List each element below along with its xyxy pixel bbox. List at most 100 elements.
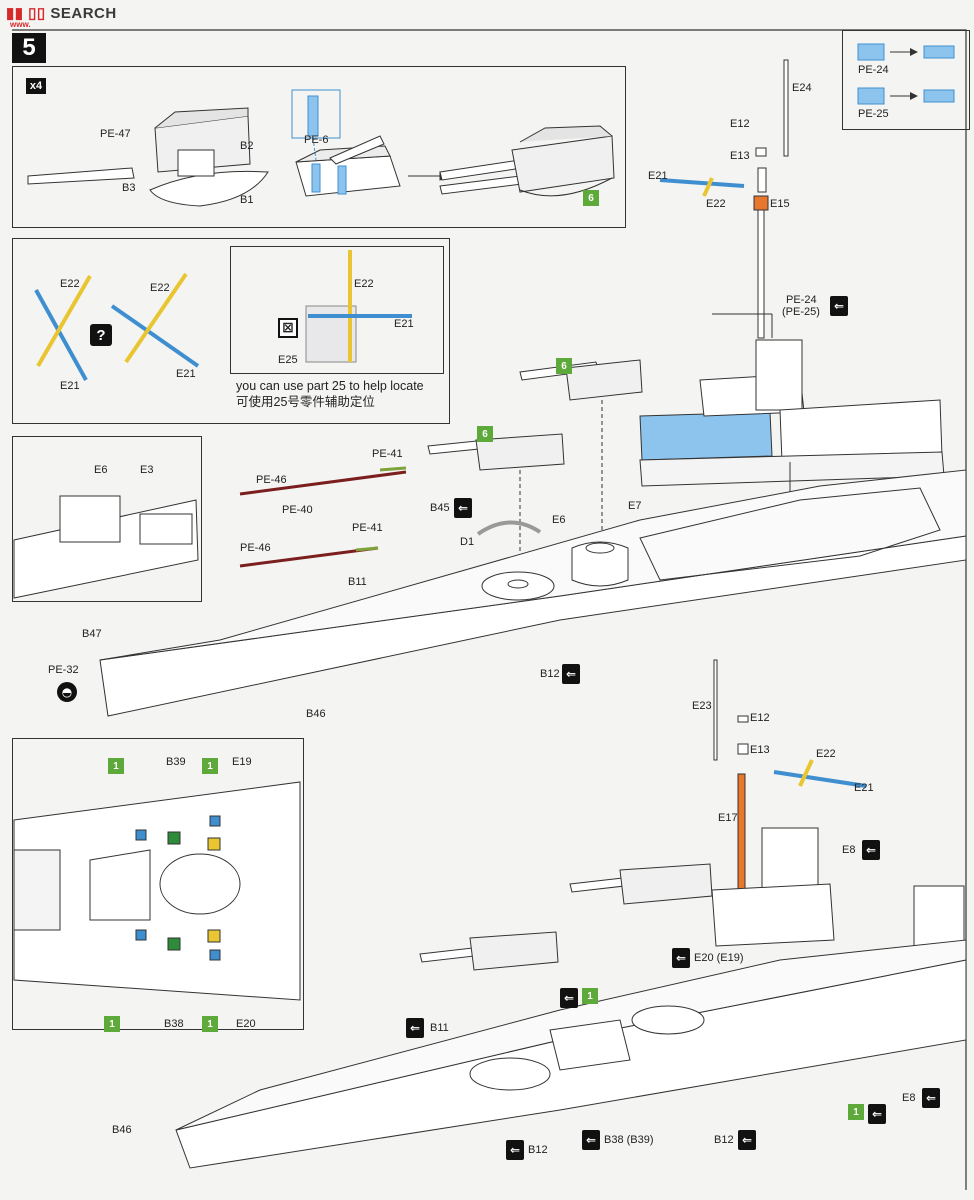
inset-badge-3: 1 [104, 1016, 120, 1032]
label-e8: E8 [902, 1092, 916, 1104]
glue-icon: ◓ [57, 682, 77, 702]
deck-inset [13, 781, 301, 1001]
label-pe32: PE-32 [48, 664, 79, 676]
label-b12: B12 [714, 1134, 734, 1146]
reverse-side-icon: ⇐ [562, 664, 580, 684]
main-mast [659, 59, 789, 339]
label-b46: B46 [306, 708, 326, 720]
label-e8: E8 [842, 844, 856, 856]
inset-badge-1: 1 [108, 758, 124, 774]
watermark: ▮▮ ▯▯ SEARCH www. [6, 5, 117, 29]
label-e21: E21 [648, 170, 668, 182]
label-pe40: PE-40 [282, 504, 313, 516]
yard-arm-detail [230, 246, 444, 374]
reverse-side-icon: ⇐ [738, 1130, 756, 1150]
label-e22: E22 [706, 198, 726, 210]
deck-detail-panel [12, 738, 304, 1030]
label-e22: E22 [816, 748, 836, 760]
label-pe46: PE-46 [256, 474, 287, 486]
inset-badge-2: 1 [202, 758, 218, 774]
quantity-badge: x4 [26, 78, 46, 94]
reverse-side-icon: ⇐ [506, 1140, 524, 1160]
label-b12: B12 [540, 668, 560, 680]
label-e3: E3 [140, 464, 154, 476]
note-english: you can use part 25 to help locate [236, 379, 424, 393]
reverse-side-icon: ⇐ [672, 948, 690, 968]
turret-step-3 [439, 125, 615, 197]
label-pe47: PE-47 [100, 128, 131, 140]
label-e25: E25 [278, 354, 298, 366]
step-number: 5 [12, 33, 46, 63]
label-e17: E17 [718, 812, 738, 824]
label-e12: E12 [730, 118, 750, 130]
label-b39: B39 [166, 756, 186, 768]
reverse-side-icon: ⇐ [560, 988, 578, 1008]
label-pe24: PE-24 [858, 64, 889, 76]
question-icon: ? [90, 324, 112, 346]
reverse-side-icon: ⇐ [922, 1088, 940, 1108]
incorrect-mark-icon: ⊠ [278, 318, 298, 338]
label-b11: B11 [430, 1022, 449, 1034]
label-e20: E20 [236, 1018, 256, 1030]
upper-hull [99, 469, 967, 717]
label-d1: D1 [460, 536, 475, 548]
label-pe25-bridge: (PE-25) [782, 306, 820, 318]
label-e21: E21 [394, 318, 414, 330]
label-e24: E24 [792, 82, 812, 94]
inset-badge-4: 1 [202, 1016, 218, 1032]
turret-step-2 [291, 89, 450, 197]
reverse-side-icon: ⇐ [862, 840, 880, 860]
reverse-side-icon: ⇐ [582, 1130, 600, 1150]
label-b47: B47 [82, 628, 102, 640]
label-b45: B45 [430, 502, 450, 514]
lower-hull [175, 939, 967, 1169]
turret-step-badge: 6 [583, 190, 599, 206]
label-pe24-bridge: PE-24 [786, 294, 817, 306]
label-b46: B46 [112, 1124, 132, 1136]
label-e13: E13 [730, 150, 750, 162]
label-e22: E22 [150, 282, 170, 294]
label-pe41: PE-41 [352, 522, 383, 534]
label-e7: E7 [628, 500, 642, 512]
lower-turrets [419, 863, 713, 971]
label-pe6: PE-6 [304, 134, 329, 146]
label-b11: B11 [348, 576, 367, 588]
superstructure-upper [639, 313, 945, 542]
label-b12: B12 [528, 1144, 548, 1156]
label-e6: E6 [94, 464, 108, 476]
label-e6: E6 [552, 514, 566, 526]
label-pe46: PE-46 [240, 542, 271, 554]
page-border [12, 29, 967, 1190]
label-e12: E12 [750, 712, 770, 724]
pe-strips [239, 466, 407, 568]
lower-superstructure [711, 827, 965, 957]
locating-note: you can use part 25 to help locate 可使用25… [236, 378, 424, 410]
bow-detail [13, 495, 199, 599]
turret-assembly-panel [12, 66, 626, 228]
lower-badge-2: 1 [848, 1104, 864, 1120]
label-b3: B3 [122, 182, 136, 194]
label-e21: E21 [60, 380, 80, 392]
label-pe25: PE-25 [858, 108, 889, 120]
label-b1: B1 [240, 194, 254, 206]
label-e23: E23 [692, 700, 712, 712]
lower-mast [713, 659, 867, 905]
yard-arm-panel [12, 238, 450, 424]
label-e22: E22 [60, 278, 80, 290]
yard-diagrams [34, 250, 412, 381]
label-e19: E19 [232, 756, 252, 768]
reverse-side-icon: ⇐ [454, 498, 472, 518]
label-e21: E21 [176, 368, 196, 380]
gun-barrel [27, 167, 135, 185]
reverse-side-icon: ⇐ [406, 1018, 424, 1038]
turret-step-1 [27, 107, 269, 207]
label-e15: E15 [770, 198, 790, 210]
label-b2: B2 [240, 140, 254, 152]
label-e13: E13 [750, 744, 770, 756]
lower-badge-1: 1 [582, 988, 598, 1004]
reverse-side-icon: ⇐ [868, 1104, 886, 1124]
reverse-side-icon: ⇐ [830, 296, 848, 316]
bow-detail-panel [12, 436, 202, 602]
